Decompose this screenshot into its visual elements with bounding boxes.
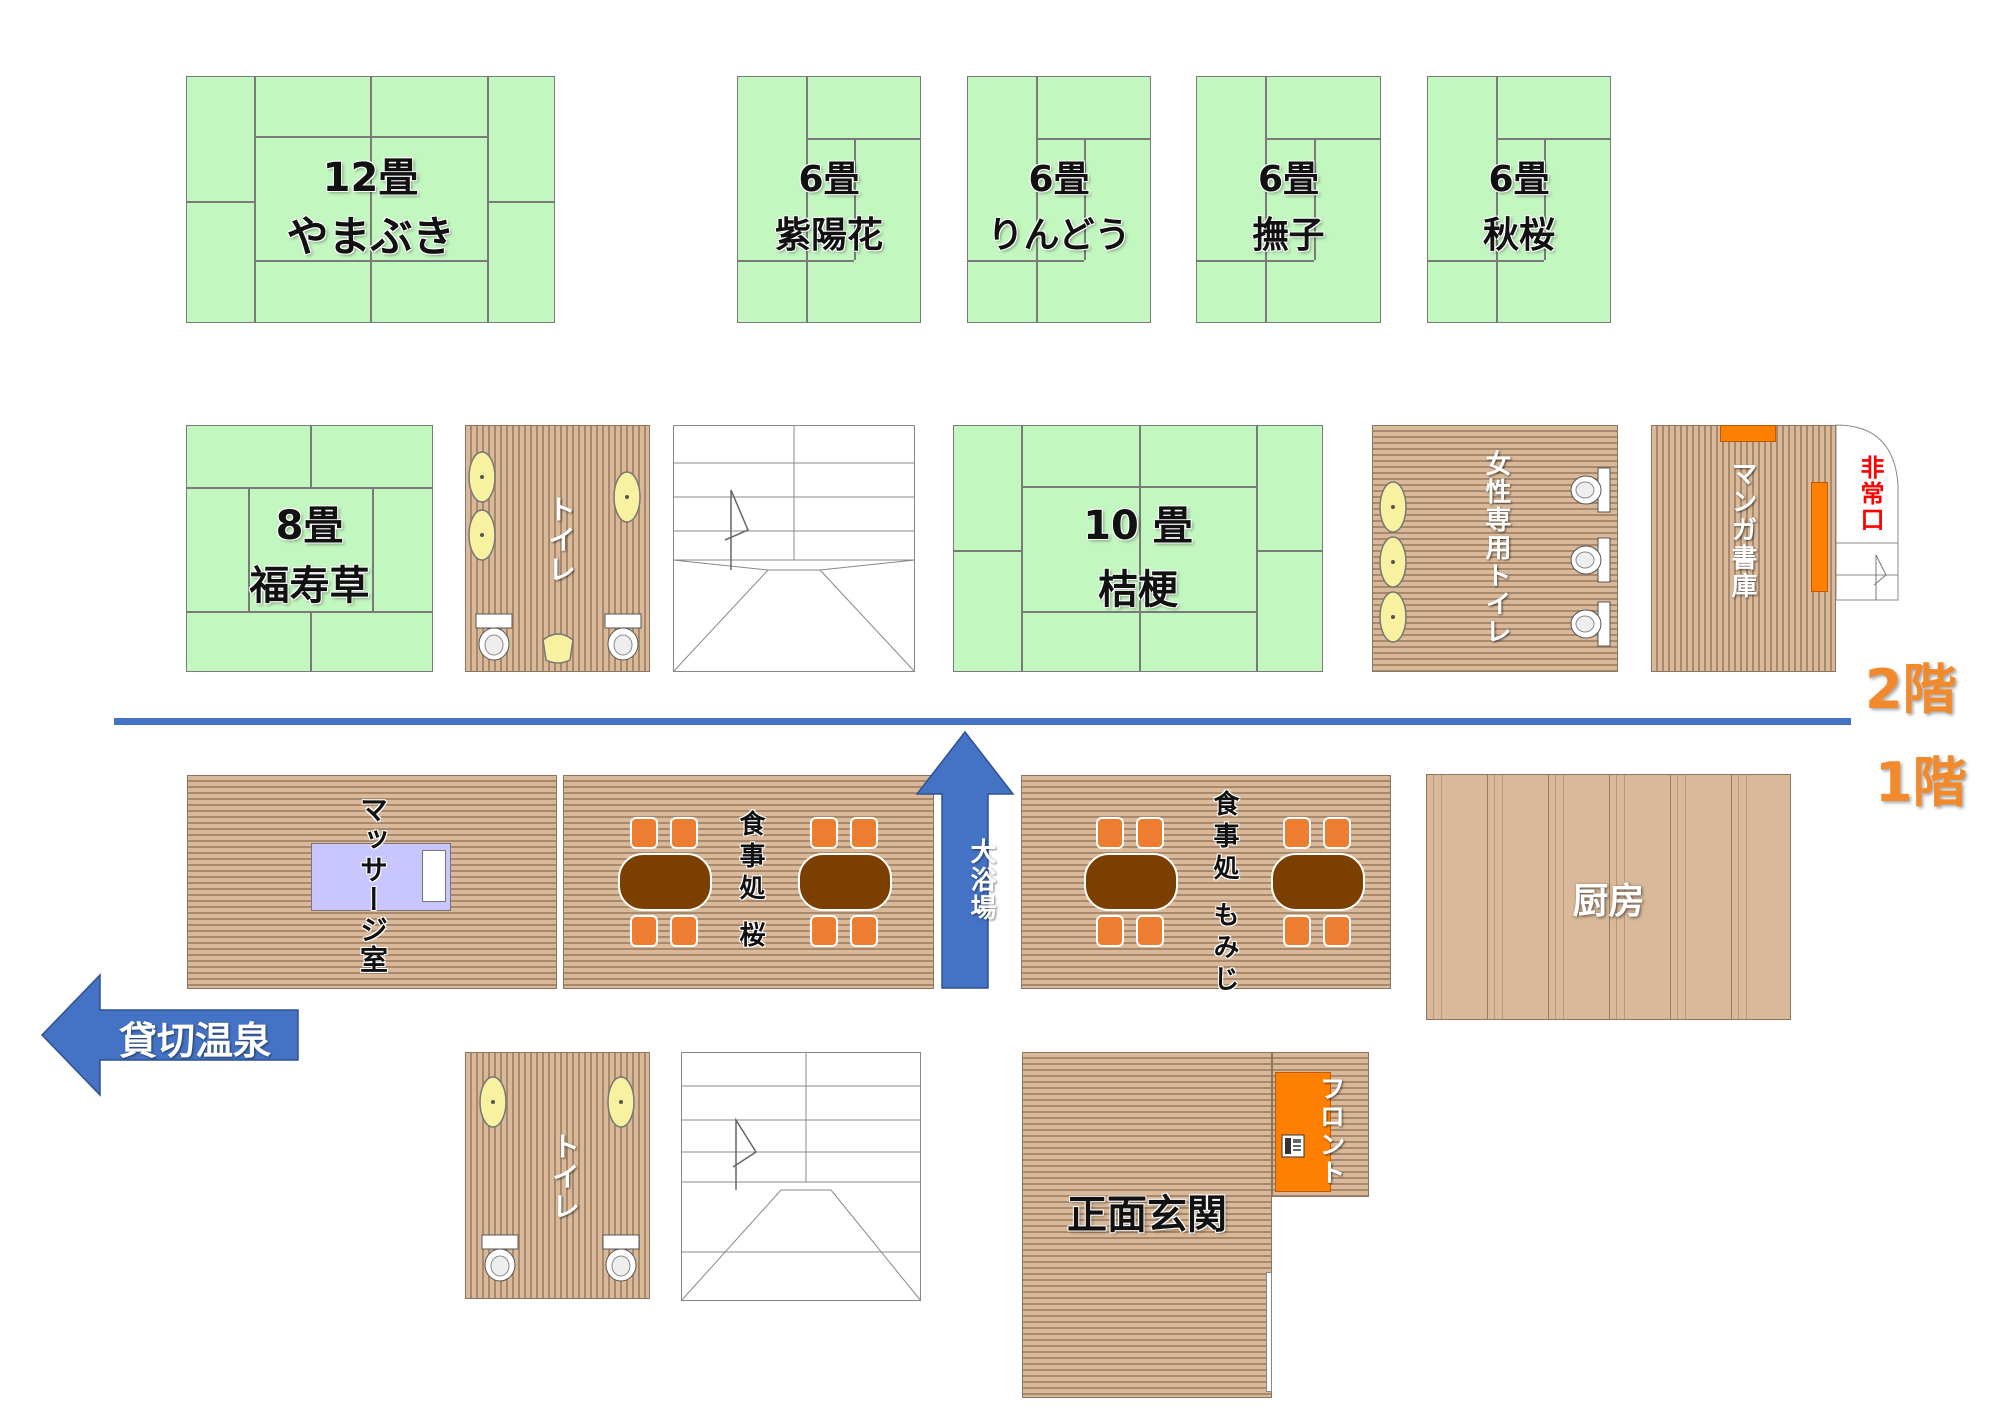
room-rindou — [967, 76, 1151, 323]
room-ajisai — [737, 76, 921, 323]
women-toilet-label: 女性専用トイレ — [1481, 450, 1511, 646]
room-kikyou — [953, 425, 1323, 672]
dining-table-icon — [618, 817, 712, 947]
phone-icon — [1281, 1134, 1305, 1158]
toilet-icon — [475, 613, 513, 661]
toilet-1f-label: トイレ — [548, 1132, 581, 1222]
room-nadeshiko — [1196, 76, 1381, 323]
floor-label-2f: 2階 — [1865, 658, 1957, 721]
emergency-exit-label: 非常口 — [1856, 455, 1884, 533]
sink-icon — [468, 451, 496, 503]
door-icon[interactable] — [1266, 1272, 1272, 1392]
room-yamabuki-size: 12畳 — [322, 155, 419, 201]
urinal-icon — [542, 633, 574, 664]
kitchen — [1426, 774, 1791, 1020]
entrance — [1022, 1052, 1272, 1398]
room-nadeshiko-name: 撫子 — [1252, 215, 1325, 256]
room-ajisai-size: 6畳 — [798, 159, 860, 200]
toilet-icon — [602, 1234, 640, 1282]
dining-table-icon — [1271, 817, 1365, 947]
room-kikyou-name: 桔梗 — [1098, 567, 1178, 613]
room-kikyou-size: 10 畳 — [1083, 503, 1193, 549]
bath-label[interactable]: 大浴場 — [966, 838, 996, 922]
toilet-icon — [604, 613, 642, 661]
massage-pillow — [422, 850, 446, 902]
sink-icon — [479, 1076, 507, 1128]
toilet-icon — [1570, 537, 1611, 583]
room-rindou-name: りんどう — [987, 215, 1131, 256]
toilet-icon — [1570, 467, 1611, 513]
kitchen-label: 厨房 — [1572, 881, 1645, 922]
bath-arrow[interactable] — [915, 730, 1015, 990]
massage-room-label: マッサージ室 — [356, 795, 389, 975]
floor-label-1f: 1階 — [1875, 751, 1967, 814]
room-fukujusou-name: 福寿草 — [249, 563, 370, 609]
private-bath-label[interactable]: 貸切温泉 — [118, 1019, 271, 1063]
sink-icon — [607, 1076, 635, 1128]
sink-icon — [468, 509, 496, 561]
room-fukujusou — [186, 425, 433, 672]
room-akizakura — [1427, 76, 1611, 323]
room-nadeshiko-size: 6畳 — [1257, 159, 1320, 200]
toilet-2f-label: トイレ — [544, 495, 577, 585]
room-rindou-size: 6畳 — [1028, 159, 1090, 200]
sink-icon — [613, 471, 641, 523]
stairs-icon — [672, 425, 916, 673]
entrance-label: 正面玄関 — [1067, 1192, 1227, 1238]
manga-library — [1651, 425, 1836, 672]
dining-momiji-label: 食事処 もみじ — [1209, 790, 1239, 998]
stairs-icon — [680, 1052, 922, 1302]
toilet-icon — [481, 1234, 519, 1282]
manga-library-label: マンガ書庫 — [1727, 460, 1757, 600]
room-fukujusou-size: 8畳 — [275, 503, 344, 549]
front-label: フロント — [1315, 1075, 1345, 1187]
emergency-stairs-icon — [1835, 424, 1899, 601]
bookshelf — [1811, 482, 1828, 592]
floor-divider — [114, 718, 1851, 725]
room-akizakura-size: 6畳 — [1488, 159, 1550, 200]
toilet-icon — [1570, 601, 1611, 647]
room-yamabuki — [186, 76, 555, 323]
sink-icon — [1379, 481, 1407, 643]
private-bath-arrow[interactable] — [40, 973, 300, 1097]
room-ajisai-name: 紫陽花 — [774, 215, 883, 256]
dining-table-icon — [1084, 817, 1178, 947]
bookshelf — [1720, 425, 1776, 442]
front-desk — [1275, 1072, 1331, 1192]
room-akizakura-name: 秋桜 — [1482, 215, 1555, 256]
dining-sakura-label: 食事処 桜 — [735, 810, 765, 954]
dining-table-icon — [798, 817, 892, 947]
room-yamabuki-name: やまぶき — [286, 212, 455, 261]
